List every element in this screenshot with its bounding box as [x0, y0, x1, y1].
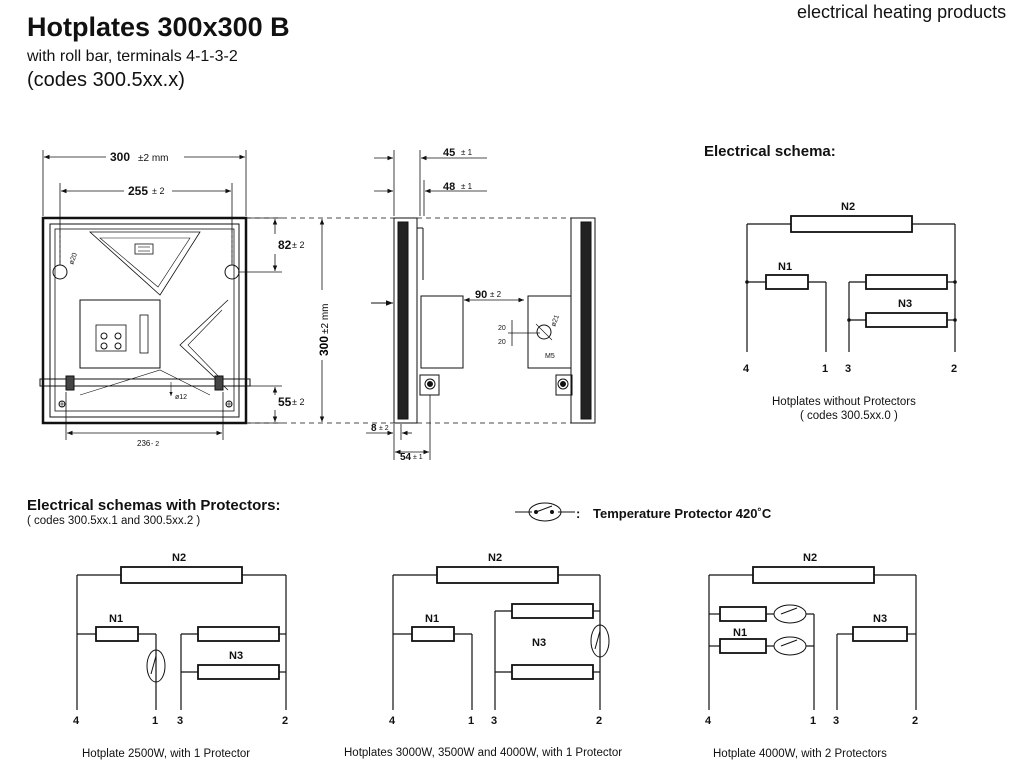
- schema1-t4: 4: [73, 715, 80, 727]
- dim-255-tol: ± 2: [152, 186, 164, 196]
- schema3-n1: N1: [733, 627, 747, 639]
- dim-82-tol: ± 2: [292, 240, 304, 250]
- schema1-t1: 1: [152, 715, 158, 727]
- dim-300-tol: ±2 mm: [138, 153, 169, 164]
- schema1-t3: 3: [177, 715, 183, 727]
- schema-main-t4: 4: [743, 363, 750, 375]
- schema1-n3: N3: [229, 650, 243, 662]
- protectors-title: Electrical schemas with Protectors:: [27, 497, 281, 514]
- schema2-n3: N3: [532, 637, 546, 649]
- dim-236-label: 236: [137, 439, 151, 448]
- schema3-n3: N3: [873, 613, 887, 625]
- schema1-caption: Hotplate 2500W, with 1 Protector: [82, 748, 251, 760]
- dim-255-label: 255: [128, 184, 148, 198]
- legend-colon: :: [576, 506, 581, 521]
- dim-48-tol: ± 1: [461, 182, 473, 191]
- plate-inner: [49, 223, 240, 418]
- schema-main-n1: N1: [778, 261, 792, 273]
- schema-main-caption1: Hotplates without Protectors: [772, 396, 916, 408]
- dim-300-vertical: 300: [317, 336, 331, 356]
- page-subtitle: with roll bar, terminals 4-1-3-2: [27, 48, 238, 65]
- dim-300-label: 300: [110, 150, 130, 164]
- dim-236-tol: - 2: [151, 441, 159, 448]
- schema3-t2: 2: [912, 715, 918, 727]
- dim-90: 90: [475, 289, 487, 301]
- schema2-n2: N2: [488, 552, 502, 564]
- schema3-t1: 1: [810, 715, 816, 727]
- schema1-t2: 2: [282, 715, 288, 727]
- dim-300-vertical-tol: ±2 mm: [320, 304, 331, 335]
- schema2-n1: N1: [425, 613, 439, 625]
- brand-text: electrical heating products: [797, 2, 1007, 22]
- dim-45-tol: ± 1: [461, 148, 473, 157]
- dim-48: 48: [443, 181, 455, 193]
- dim-55-tol: ± 2: [292, 397, 304, 407]
- front-view: [39, 216, 251, 425]
- schema-main-t2: 2: [951, 363, 957, 375]
- dim-54-tol: ± 1: [413, 454, 423, 461]
- protector-legend-icon: [515, 502, 575, 522]
- schema-main-title: Electrical schema:: [704, 143, 836, 160]
- dim-55-label: 55: [278, 395, 292, 409]
- schema3-t4: 4: [705, 715, 712, 727]
- schema3-caption: Hotplate 4000W, with 2 Protectors: [713, 748, 887, 760]
- schema-main-n3: N3: [898, 298, 912, 310]
- schema2-t4: 4: [389, 715, 396, 727]
- schema-2: [392, 566, 610, 710]
- dim-20b: 20: [498, 339, 506, 346]
- dim-dia12: ø12: [175, 394, 187, 401]
- schema3-t3: 3: [833, 715, 839, 727]
- schema-main-t1: 1: [822, 363, 828, 375]
- page-codes: (codes 300.5xx.x): [27, 69, 185, 91]
- dim-82-label: 82: [278, 238, 292, 252]
- schema1-n2: N2: [172, 552, 186, 564]
- schema2-t2: 2: [596, 715, 602, 727]
- schema-main: [746, 215, 956, 352]
- side-view: [371, 217, 596, 424]
- protectors-codes: ( codes 300.5xx.1 and 300.5xx.2 ): [27, 515, 201, 527]
- schema3-n2: N2: [803, 552, 817, 564]
- schema-1: [76, 566, 287, 710]
- dim-dia21: ø21: [550, 314, 561, 328]
- schema-main-t3: 3: [845, 363, 851, 375]
- legend-label: Temperature Protector 420˚C: [593, 506, 772, 521]
- schema-3: [708, 566, 917, 710]
- schema2-caption: Hotplates 3000W, 3500W and 4000W, with 1…: [344, 747, 623, 759]
- plate-outline: [41, 216, 248, 425]
- dim-m5: M5: [545, 353, 555, 360]
- dim-dia20: ø20: [68, 252, 79, 266]
- schema1-n1: N1: [109, 613, 123, 625]
- side-dimensions: [366, 150, 540, 460]
- dim-90-tol: ± 2: [490, 290, 502, 299]
- dim-54: 54: [400, 452, 412, 463]
- dim-20a: 20: [498, 325, 506, 332]
- page-title: Hotplates 300x300 B: [27, 12, 290, 42]
- dim-8-tol: ± 2: [379, 425, 389, 432]
- schema-main-caption2: ( codes 300.5xx.0 ): [800, 410, 898, 422]
- schema2-t3: 3: [491, 715, 497, 727]
- dim-45: 45: [443, 147, 455, 159]
- dim-8: 8: [371, 423, 377, 434]
- schema-main-n2: N2: [841, 201, 855, 213]
- schema2-t1: 1: [468, 715, 474, 727]
